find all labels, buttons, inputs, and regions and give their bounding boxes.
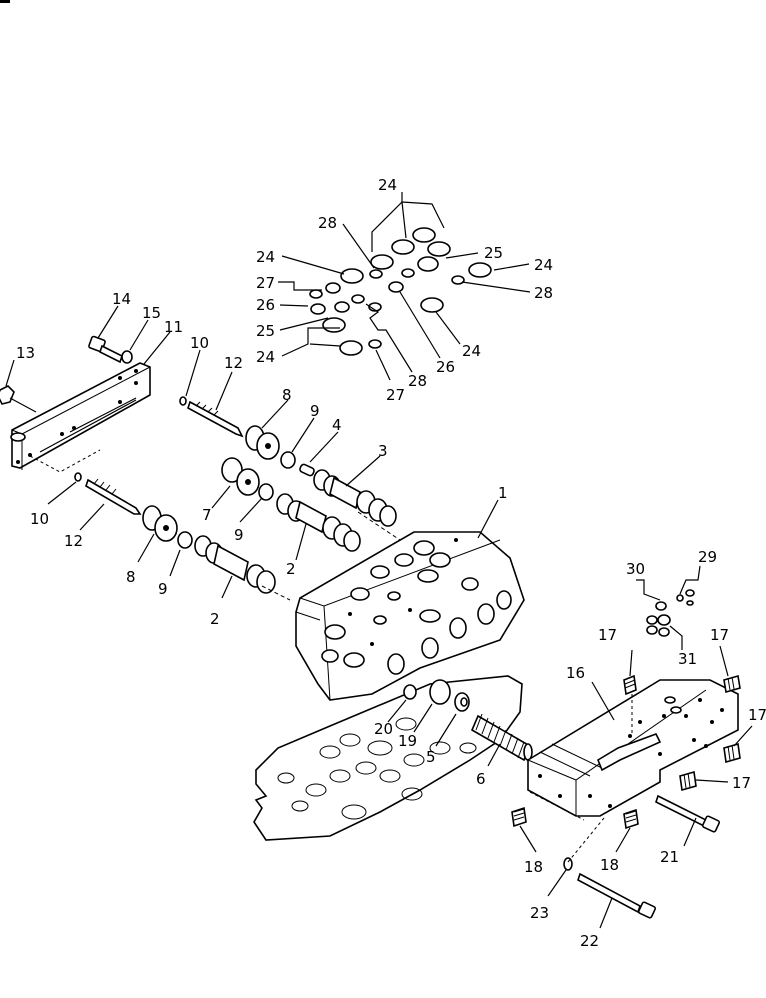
label-18: 18 bbox=[524, 858, 543, 876]
o-ring-9c bbox=[177, 531, 193, 549]
label-22: 22 bbox=[580, 932, 599, 950]
label-21: 21 bbox=[660, 848, 679, 866]
spool-2-upper bbox=[276, 493, 361, 552]
cap-8-upper bbox=[245, 425, 280, 460]
label-26: 26 bbox=[436, 358, 455, 376]
bolt-14 bbox=[88, 335, 133, 364]
label-17: 17 bbox=[710, 626, 729, 644]
o-ring-9b bbox=[258, 483, 274, 501]
valve-body bbox=[295, 531, 525, 701]
label-9: 9 bbox=[234, 526, 244, 544]
label-24: 24 bbox=[256, 348, 275, 366]
label-3: 3 bbox=[378, 442, 388, 460]
label-24: 24 bbox=[534, 256, 553, 274]
label-10: 10 bbox=[30, 510, 49, 528]
o-ring-group bbox=[309, 227, 492, 356]
label-28: 28 bbox=[408, 372, 427, 390]
label-8: 8 bbox=[126, 568, 136, 586]
spool-2-lower bbox=[194, 535, 276, 594]
cap-7 bbox=[221, 457, 260, 496]
label-28: 28 bbox=[534, 284, 553, 302]
label-24: 24 bbox=[378, 176, 397, 194]
bolt-22 bbox=[577, 872, 657, 919]
label-26: 26 bbox=[256, 296, 275, 314]
stem-12-lower bbox=[74, 472, 142, 515]
plug-17-right bbox=[723, 674, 741, 694]
label-10: 10 bbox=[190, 334, 209, 352]
label-28: 28 bbox=[318, 214, 337, 232]
gasket-plate bbox=[253, 675, 523, 841]
label-17: 17 bbox=[598, 626, 617, 644]
label-25: 25 bbox=[256, 322, 275, 340]
label-25: 25 bbox=[484, 244, 503, 262]
label-9: 9 bbox=[158, 580, 168, 598]
part-labels: 24 28 24 25 24 27 28 26 25 24 24 26 28 2… bbox=[16, 176, 766, 950]
spool-3 bbox=[313, 469, 397, 527]
bolt-13 bbox=[0, 385, 37, 413]
plug-18-left bbox=[511, 806, 527, 828]
cover-plate bbox=[10, 362, 151, 470]
label-29: 29 bbox=[698, 548, 717, 566]
label-17: 17 bbox=[748, 706, 766, 724]
label-8: 8 bbox=[282, 386, 292, 404]
plug-17-side bbox=[723, 742, 741, 764]
label-9: 9 bbox=[310, 402, 320, 420]
corner-mark bbox=[0, 0, 10, 3]
cap-8-lower bbox=[142, 505, 178, 542]
label-1: 1 bbox=[498, 484, 508, 502]
plug-5 bbox=[454, 692, 470, 712]
label-17: 17 bbox=[732, 774, 751, 792]
label-14: 14 bbox=[112, 290, 131, 308]
washer-23 bbox=[563, 857, 573, 871]
stem-12-upper bbox=[179, 396, 244, 438]
label-27: 27 bbox=[256, 274, 275, 292]
valve-block bbox=[527, 679, 739, 817]
plug-17-top bbox=[623, 674, 637, 696]
plug-17-lower bbox=[679, 770, 697, 792]
label-20: 20 bbox=[374, 720, 393, 738]
o-ring-20 bbox=[403, 684, 417, 700]
label-15: 15 bbox=[142, 304, 161, 322]
label-7: 7 bbox=[202, 506, 212, 524]
label-23: 23 bbox=[530, 904, 549, 922]
label-27: 27 bbox=[386, 386, 405, 404]
bolt-21 bbox=[655, 794, 721, 833]
label-31: 31 bbox=[678, 650, 697, 668]
label-11: 11 bbox=[164, 318, 183, 336]
plug-18-right bbox=[623, 808, 639, 830]
o-ring-set-29-31 bbox=[646, 589, 695, 637]
label-16: 16 bbox=[566, 664, 585, 682]
spring-6 bbox=[470, 713, 533, 762]
label-2: 2 bbox=[286, 560, 296, 578]
label-18: 18 bbox=[600, 856, 619, 874]
label-12: 12 bbox=[64, 532, 83, 550]
label-5: 5 bbox=[426, 748, 436, 766]
label-30: 30 bbox=[626, 560, 645, 578]
label-24: 24 bbox=[256, 248, 275, 266]
label-19: 19 bbox=[398, 732, 417, 750]
label-24: 24 bbox=[462, 342, 481, 360]
label-13: 13 bbox=[16, 344, 35, 362]
pin-4 bbox=[299, 463, 315, 477]
o-ring-9a bbox=[280, 451, 296, 469]
leader-lines bbox=[5, 192, 753, 929]
label-12: 12 bbox=[224, 354, 243, 372]
o-ring-19 bbox=[429, 679, 451, 705]
label-2: 2 bbox=[210, 610, 220, 628]
label-6: 6 bbox=[476, 770, 486, 788]
label-4: 4 bbox=[332, 416, 342, 434]
